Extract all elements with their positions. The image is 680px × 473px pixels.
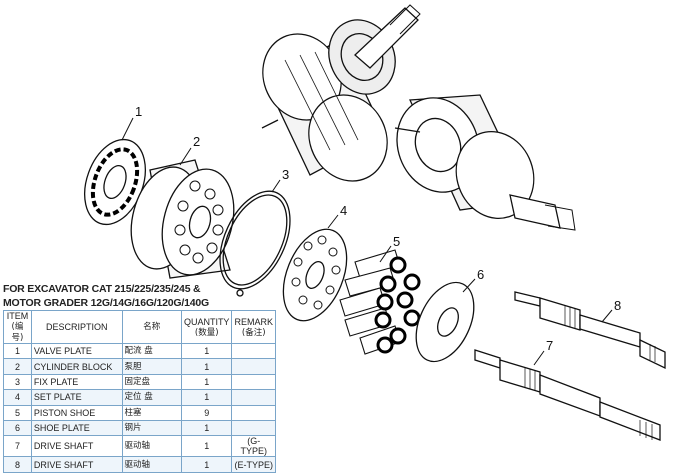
set-plate [282,228,348,322]
drive-shaft-e-type [514,291,666,370]
table-row: 6 SHOE PLATE 钢片 1 [3,419,276,437]
header-quantity: QUANTITY(数量) [180,310,233,344]
table-row: 4 SET PLATE 定位 盘 1 [3,389,276,406]
fix-plate [219,190,291,297]
table-row: 8 DRIVE SHAFT 驱动轴 1 (E-TYPE) [3,456,276,473]
table-header-row: ITEM(编号) DESCRIPTION 名称 QUANTITY(数量) REM… [3,310,276,344]
header-description: DESCRIPTION [30,310,123,344]
table-row: 1 VALVE PLATE 配流 盘 1 [3,342,276,360]
assembled-pump-top [261,4,421,182]
callout-labels: 1 2 3 4 5 6 8 7 [135,104,621,353]
header-remark: REMARK(备注) [231,310,276,344]
header-item: ITEM(编号) [3,310,32,344]
callout-3: 3 [282,167,289,182]
heading-line-1: FOR EXCAVATOR CAT 215/225/235/245 & [3,283,201,295]
table-row: 2 CYLINDER BLOCK 泵胆 1 [3,358,276,375]
callout-4: 4 [340,203,347,218]
callout-7: 7 [546,338,553,353]
table-row: 3 FIX PLATE 固定盘 1 [3,373,276,391]
piston-shoes [339,249,421,355]
callout-2: 2 [193,134,200,149]
parts-table: ITEM(编号) DESCRIPTION 名称 QUANTITY(数量) REM… [3,310,276,473]
callout-5: 5 [393,234,400,249]
applicability-heading: FOR EXCAVATOR CAT 215/225/235/245 & MOTO… [3,282,271,310]
header-name-cn: 名称 [121,310,182,344]
table-row: 7 DRIVE SHAFT 驱动轴 1 (G-TYPE) [3,435,276,458]
callout-6: 6 [477,267,484,282]
exploded-parts-diagram: 1 2 3 4 5 6 8 7 [84,4,666,441]
drive-shaft-g-type [474,349,661,441]
shoe-plate [415,281,475,363]
callout-8: 8 [614,298,621,313]
valve-plate [84,138,146,226]
cylinder-block [130,159,235,279]
assembled-pump-right [394,94,576,231]
table-row: 5 PISTON SHOE 柱塞 9 [3,404,276,421]
callout-1: 1 [135,104,142,119]
heading-line-2: MOTOR GRADER 12G/14G/16G/120G/140G [3,297,210,309]
